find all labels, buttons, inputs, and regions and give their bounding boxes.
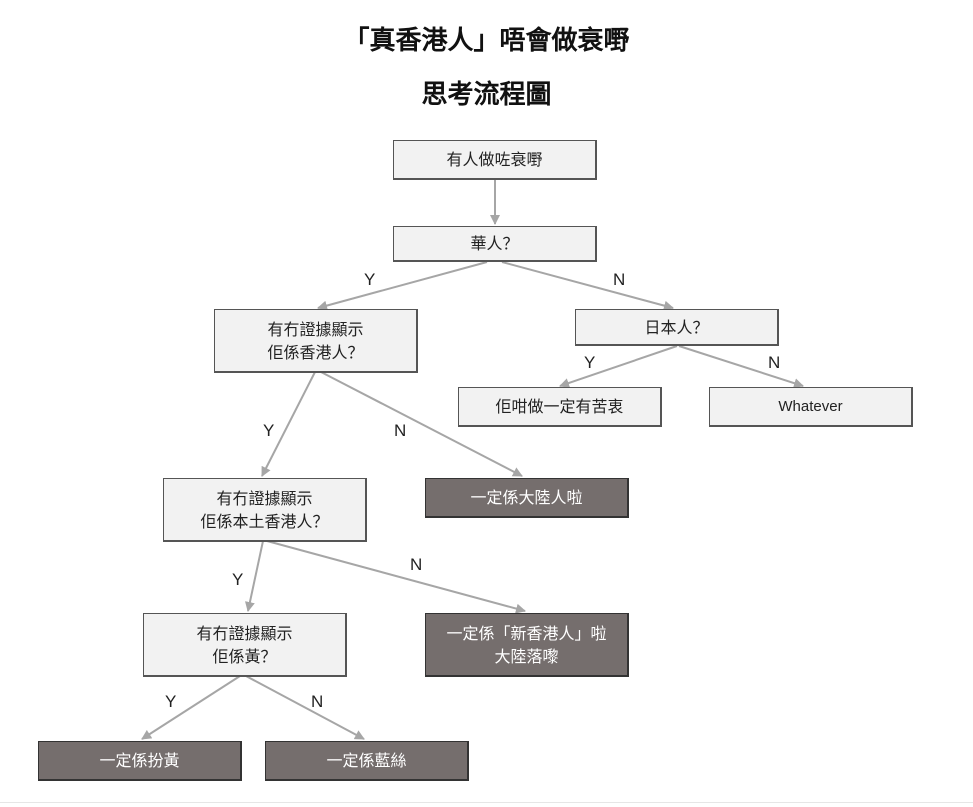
node-line: 佢係本土香港人？ bbox=[200, 511, 329, 531]
node-line: 一定係大陸人啦 bbox=[470, 488, 583, 507]
arrow-japanese-to-shame bbox=[559, 345, 678, 388]
node-japanese-question: 日本人？ bbox=[575, 309, 779, 346]
node-blue-text: 一定係藍絲 bbox=[326, 749, 406, 772]
node-line: 佢係黃？ bbox=[212, 646, 277, 666]
arrow-evidence-local-to-new-hk bbox=[266, 540, 526, 614]
node-line: 有人做咗衰嘢 bbox=[446, 150, 543, 169]
edge-label-chinese-no: N bbox=[613, 270, 626, 289]
node-mainland-text: 一定係大陸人啦 bbox=[470, 486, 582, 509]
node-japanese-text: 日本人？ bbox=[644, 316, 708, 339]
arrow-evidence-hk-to-mainland bbox=[320, 371, 523, 477]
node-line: 大陸落嚟 bbox=[494, 646, 559, 666]
node-whatever: Whatever bbox=[709, 387, 913, 427]
node-line: 日本人？ bbox=[644, 317, 709, 337]
arrow-chinese-to-evidence-hk bbox=[317, 261, 488, 311]
node-evidence-local-text: 有冇證據顯示佢係本土香港人？ bbox=[200, 487, 328, 533]
node-shame-text: 佢咁做一定有苦衷 bbox=[495, 395, 623, 418]
edge-label-hk-yes: Y bbox=[263, 421, 275, 440]
edge-label-local-no: N bbox=[410, 555, 423, 574]
node-line: 一定係「新香港人」啦 bbox=[446, 623, 607, 643]
edge-label-japanese-yes: Y bbox=[584, 353, 596, 372]
arrow-evidence-yellow-to-fake-yellow bbox=[141, 675, 241, 740]
node-line: 一定係藍絲 bbox=[326, 751, 407, 770]
node-evidence-hk-question: 有冇證據顯示佢係香港人？ bbox=[214, 309, 418, 373]
edge-label-hk-no: N bbox=[394, 421, 407, 440]
node-evidence-hk-text: 有冇證據顯示佢係香港人？ bbox=[267, 318, 363, 364]
arrow-chinese-to-japanese bbox=[501, 261, 674, 311]
node-blue-result: 一定係藍絲 bbox=[265, 741, 469, 781]
node-start-text: 有人做咗衰嘢 bbox=[446, 148, 542, 171]
node-evidence-yellow-text: 有冇證據顯示佢係黃？ bbox=[196, 622, 292, 668]
edge-label-yellow-no: N bbox=[311, 692, 324, 711]
bottom-divider bbox=[0, 802, 973, 803]
node-new-hk-result: 一定係「新香港人」啦大陸落嚟 bbox=[425, 613, 629, 677]
node-line: 有冇證據顯示 bbox=[267, 319, 364, 339]
node-fake-yellow-result: 一定係扮黃 bbox=[38, 741, 242, 781]
arrow-japanese-to-whatever bbox=[678, 345, 804, 388]
node-fake-yellow-text: 一定係扮黃 bbox=[99, 749, 179, 772]
node-line: 華人？ bbox=[470, 234, 519, 253]
chart-title-line-2: 思考流程圖 bbox=[421, 80, 552, 110]
node-line: 有冇證據顯示 bbox=[196, 623, 293, 643]
node-new-hk-text: 一定係「新香港人」啦大陸落嚟 bbox=[446, 622, 606, 668]
node-chinese-question: 華人？ bbox=[393, 226, 597, 262]
node-start: 有人做咗衰嘢 bbox=[393, 140, 597, 180]
arrow-evidence-yellow-to-blue bbox=[245, 675, 365, 740]
chart-title-line-1: 「真香港人」唔會做衰嘢 bbox=[343, 26, 630, 56]
node-whatever-text: Whatever bbox=[778, 395, 842, 418]
edge-label-yellow-yes: Y bbox=[165, 692, 177, 711]
node-line: Whatever bbox=[778, 398, 843, 415]
edge-label-chinese-yes: Y bbox=[364, 270, 376, 289]
edge-label-japanese-no: N bbox=[768, 353, 781, 372]
node-line: 佢咁做一定有苦衷 bbox=[495, 397, 624, 416]
node-shame: 佢咁做一定有苦衷 bbox=[458, 387, 662, 427]
arrow-evidence-local-to-evidence-yellow bbox=[244, 540, 264, 612]
node-line: 有冇證據顯示 bbox=[216, 488, 313, 508]
node-evidence-local-question: 有冇證據顯示佢係本土香港人？ bbox=[163, 478, 367, 542]
node-evidence-yellow-question: 有冇證據顯示佢係黃？ bbox=[143, 613, 347, 677]
edge-label-local-yes: Y bbox=[232, 570, 244, 589]
node-line: 佢係香港人？ bbox=[267, 342, 364, 362]
node-line: 一定係扮黃 bbox=[99, 751, 180, 770]
node-chinese-text: 華人？ bbox=[470, 232, 518, 255]
arrow-evidence-hk-to-evidence-local bbox=[261, 371, 316, 477]
node-mainland-result: 一定係大陸人啦 bbox=[425, 478, 629, 518]
